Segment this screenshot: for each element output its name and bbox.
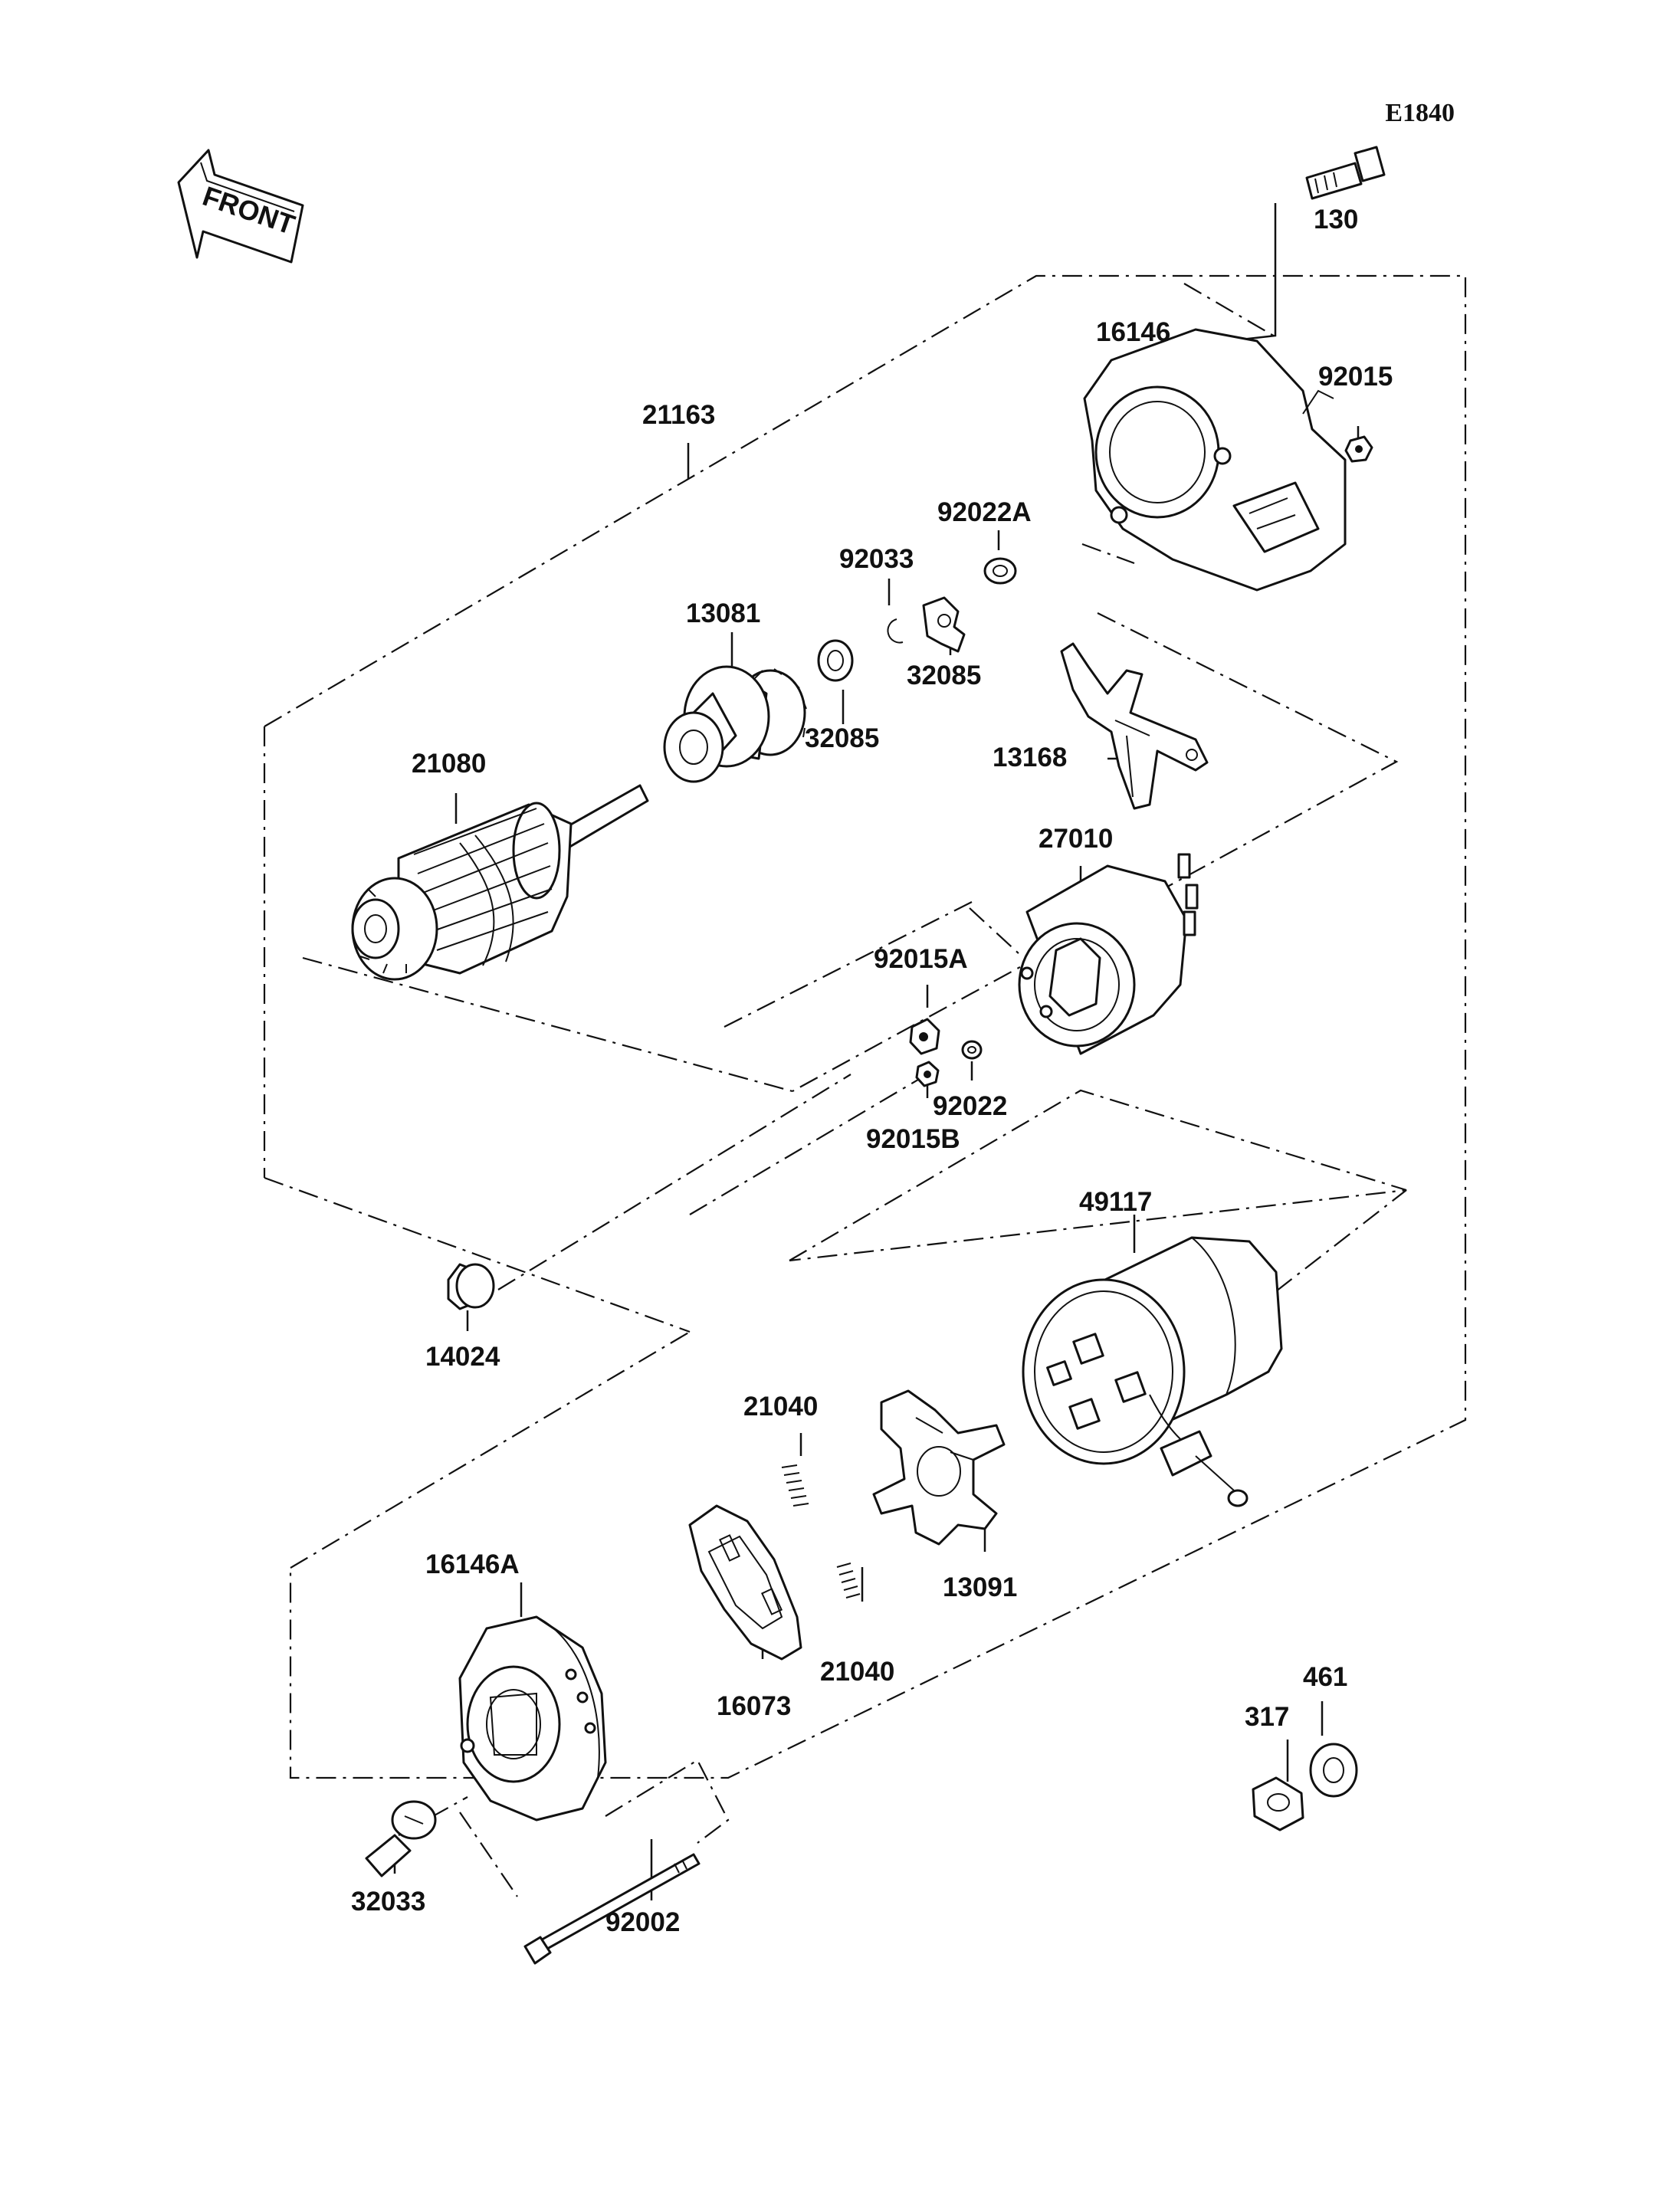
washer-461-icon bbox=[1309, 1743, 1358, 1798]
spring-21040-lower-icon bbox=[836, 1562, 861, 1599]
label-21080: 21080 bbox=[412, 749, 486, 779]
label-16146A: 16146A bbox=[425, 1549, 520, 1579]
label-16073: 16073 bbox=[717, 1691, 791, 1721]
label-92022A: 92022A bbox=[937, 497, 1032, 527]
label-92015A: 92015A bbox=[874, 944, 968, 974]
label-92022: 92022 bbox=[933, 1091, 1007, 1121]
stopper-32085-lower-icon bbox=[817, 639, 854, 682]
label-21163: 21163 bbox=[642, 400, 715, 430]
brush-holder-13091-icon bbox=[872, 1389, 1006, 1546]
label-32085-lower: 32085 bbox=[805, 723, 879, 753]
front-housing-16146-icon bbox=[1083, 328, 1347, 592]
armature-21080-icon bbox=[351, 784, 649, 981]
label-21040-upper: 21040 bbox=[743, 1392, 818, 1421]
spring-21040-upper-icon bbox=[781, 1464, 809, 1507]
label-92002: 92002 bbox=[605, 1907, 680, 1937]
part-labels: 130 16146 92015 21163 92022A 92033 13081… bbox=[351, 205, 1393, 1937]
label-32085-upper: 32085 bbox=[907, 661, 981, 690]
solenoid-27010-icon bbox=[1018, 853, 1199, 1055]
bolt-130-icon bbox=[1305, 146, 1386, 200]
label-92033: 92033 bbox=[839, 544, 914, 574]
label-92015: 92015 bbox=[1318, 362, 1393, 392]
label-27010: 27010 bbox=[1039, 824, 1113, 854]
circlip-92033-icon bbox=[887, 618, 904, 644]
label-21040-lower: 21040 bbox=[820, 1657, 894, 1687]
label-32033: 32033 bbox=[351, 1887, 425, 1917]
label-14024: 14024 bbox=[425, 1342, 500, 1372]
lever-13168-icon bbox=[1060, 642, 1209, 810]
washer-92022A-icon bbox=[983, 557, 1017, 585]
yoke-49117-icon bbox=[1022, 1236, 1283, 1507]
label-461: 461 bbox=[1303, 1662, 1347, 1692]
label-92015B: 92015B bbox=[866, 1124, 960, 1154]
reference-code: E1840 bbox=[1385, 99, 1455, 127]
nut-92015-icon bbox=[1344, 435, 1373, 463]
clutch-13081-icon bbox=[663, 665, 807, 783]
label-16146: 16146 bbox=[1096, 317, 1170, 347]
label-13168: 13168 bbox=[993, 743, 1067, 772]
washer-92022-icon bbox=[961, 1040, 983, 1060]
brush-plate-16073-icon bbox=[688, 1504, 802, 1661]
through-bolt-92002-icon bbox=[523, 1853, 701, 1965]
stopper-32085-upper-icon bbox=[922, 596, 966, 653]
nut-92015A-icon bbox=[909, 1018, 940, 1055]
label-13091: 13091 bbox=[943, 1572, 1017, 1602]
nut-317-icon bbox=[1252, 1776, 1304, 1831]
label-317: 317 bbox=[1245, 1702, 1289, 1732]
label-13081: 13081 bbox=[686, 598, 760, 628]
rear-cover-16146A-icon bbox=[458, 1615, 607, 1822]
bushing-14024-icon bbox=[447, 1263, 495, 1310]
screw-32033-icon bbox=[365, 1800, 437, 1877]
front-arrow-icon: FRONT bbox=[177, 149, 304, 264]
nut-92015B-icon bbox=[915, 1061, 940, 1087]
label-130: 130 bbox=[1314, 205, 1358, 234]
label-49117: 49117 bbox=[1079, 1187, 1152, 1217]
